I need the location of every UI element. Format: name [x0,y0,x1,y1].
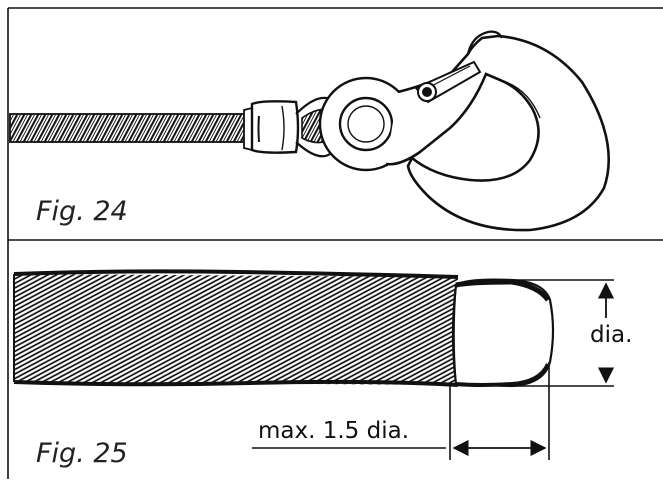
fig-25-label: Fig. 25 [36,438,128,469]
diameter-label: dia. [588,322,635,348]
safety-latch-icon [414,60,482,104]
diameter-dimension [500,279,615,387]
fig-24-label: Fig. 24 [36,196,128,227]
figure-frame [7,7,663,479]
rope-end-icon [13,269,555,388]
tail-length-dimension [252,362,550,460]
ferrule-icon [243,100,300,154]
tail-length-label: max. 1.5 dia. [258,418,410,444]
hook-icon [318,30,611,232]
wire-rope-icon [9,113,253,143]
